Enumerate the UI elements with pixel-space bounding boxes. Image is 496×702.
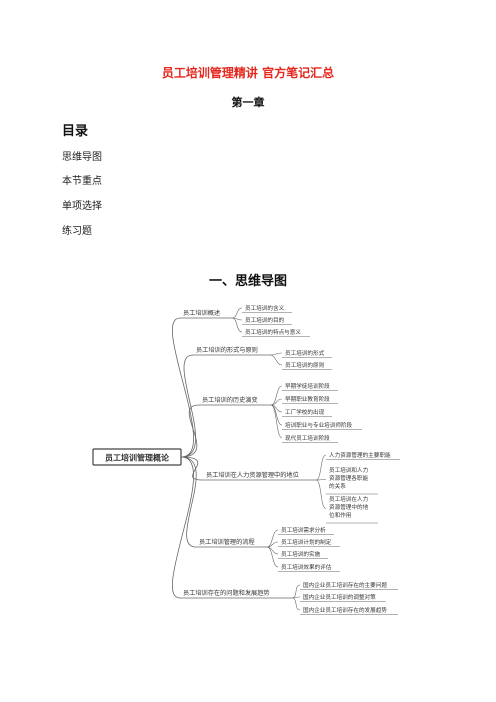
mindmap-child-label: 员工培训在人力资源管理中的地位和作用 xyxy=(329,495,369,519)
mindmap-branch-label: 员工培训的历史演变 xyxy=(202,396,258,404)
mindmap-child-connector xyxy=(269,352,283,356)
mindmap-branch-label: 员工培训概述 xyxy=(183,309,220,317)
mindmap-child-connector xyxy=(315,454,327,481)
mindmap-child-connector xyxy=(269,354,283,366)
mindmap-child-connector xyxy=(270,398,283,406)
mindmap-child-label: 员工培训的特点与意义 xyxy=(245,328,301,336)
mindmap-child-label: 现代员工培训阶段 xyxy=(285,434,330,442)
mindmap-connector xyxy=(171,456,194,599)
mindmap-branch-label: 员工培训存在的问题和发展趋势 xyxy=(183,589,270,597)
mindmap-child-connector xyxy=(266,546,279,568)
mindmap-child-label: 早期职业教育阶段 xyxy=(285,395,330,403)
mindmap-child-connector xyxy=(315,479,327,481)
document-title: 员工培训管理精讲 官方笔记汇总 xyxy=(161,66,335,80)
mindmap-connector xyxy=(180,456,204,481)
toc-heading: 目录 xyxy=(62,124,89,139)
mindmap-child-connector xyxy=(266,529,279,548)
mindmap-child-label: 人力资源管理的主要职能 xyxy=(329,451,391,459)
mindmap-connector xyxy=(180,404,200,458)
section-heading: 一、思维导图 xyxy=(208,274,287,289)
mindmap-child-label: 国内企业员工培训的调整对策 xyxy=(303,593,376,601)
mindmap-child-label: 培训职业与专业培训师阶段 xyxy=(285,421,353,429)
mindmap-child-label: 员工培训和人力资源管理各职能的关系 xyxy=(329,466,369,490)
mindmap-child-connector xyxy=(291,584,301,599)
mindmap-child-connector xyxy=(231,317,243,333)
mindmap-child-connector xyxy=(291,597,301,611)
mindmap-child-connector xyxy=(266,541,279,548)
mindmap-child-connector xyxy=(270,404,283,439)
toc-item-mindmap[interactable]: 思维导图 xyxy=(62,152,102,163)
mindmap-root-label: 员工培训管理概论 xyxy=(105,453,170,463)
mindmap-child-connector xyxy=(270,385,283,406)
mindmap-child-label: 员工培训的实施 xyxy=(281,550,321,558)
mindmap-child-label: 早期学徒培训阶段 xyxy=(285,382,330,390)
mindmap-child-label: 员工培训的含义 xyxy=(245,304,285,312)
mindmap-child-label: 员工培训需求分析 xyxy=(281,526,326,534)
mindmap-branch-label: 员工培训管理的流程 xyxy=(199,538,255,546)
chapter-heading: 第一章 xyxy=(231,96,265,109)
mindmap-child-label: 员工培训的目的 xyxy=(245,316,285,324)
mindmap-child-label: 国内企业员工培训存在的发展趋势 xyxy=(303,606,387,614)
mindmap-branch-label: 员工培训的形式与原则 xyxy=(196,346,258,354)
mindmap-child-label: 国内企业员工培训存在的主要问题 xyxy=(303,581,387,589)
mindmap-child-label: 工厂学校的出现 xyxy=(285,408,325,416)
mindmap-child-connector xyxy=(315,479,327,509)
mindmap-child-connector xyxy=(231,307,243,319)
mindmap-connector xyxy=(171,317,194,458)
mindmap-connector xyxy=(180,456,197,548)
toc-item-exercises[interactable]: 练习题 xyxy=(62,226,92,237)
mindmap-child-label: 员工培训的原则 xyxy=(285,361,325,369)
mindmap-child-label: 员工培训计划的制定 xyxy=(281,538,332,546)
toc-item-key-points[interactable]: 本节重点 xyxy=(62,176,102,187)
mindmap-child-label: 员工培训效果的评估 xyxy=(281,563,332,571)
mindmap-branch-label: 员工培训在人力资源管理中的地位 xyxy=(206,471,299,479)
toc-item-single-choice[interactable]: 单项选择 xyxy=(62,201,102,212)
mindmap-child-label: 员工培训的形式 xyxy=(285,349,325,357)
mindmap-connector xyxy=(180,354,197,458)
